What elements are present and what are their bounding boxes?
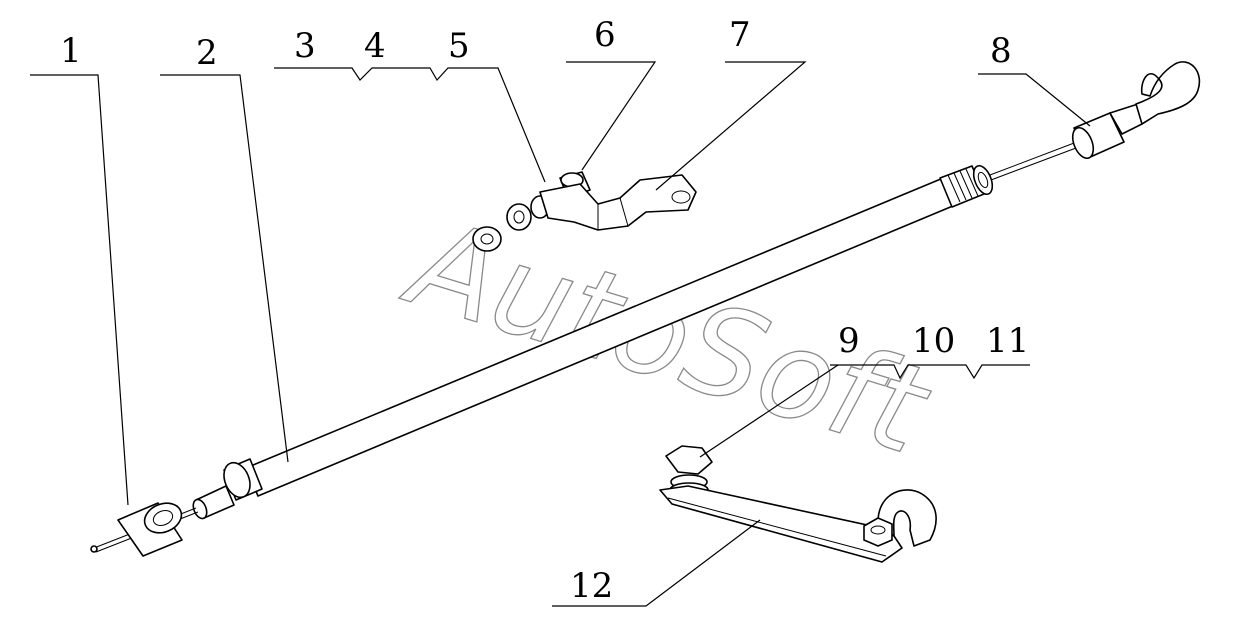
callout-4: 4 xyxy=(364,26,386,66)
callout-11: 11 xyxy=(986,321,1029,361)
callout-6: 6 xyxy=(594,15,616,55)
callout-labels: 1 2 3 4 5 6 7 8 9 10 11 12 xyxy=(60,15,1029,606)
callout-3: 3 xyxy=(294,26,316,66)
callout-7: 7 xyxy=(729,15,751,55)
callout-5: 5 xyxy=(448,26,470,66)
callout-leaders xyxy=(30,61,1091,607)
callout-2: 2 xyxy=(196,33,218,73)
callout-10: 10 xyxy=(912,321,955,361)
lower-clamp-assembly xyxy=(659,445,937,563)
callout-8: 8 xyxy=(990,31,1012,71)
cable-assembly xyxy=(90,61,1201,557)
callout-12: 12 xyxy=(570,566,613,606)
callout-9: 9 xyxy=(838,321,860,361)
callout-1: 1 xyxy=(60,31,82,71)
